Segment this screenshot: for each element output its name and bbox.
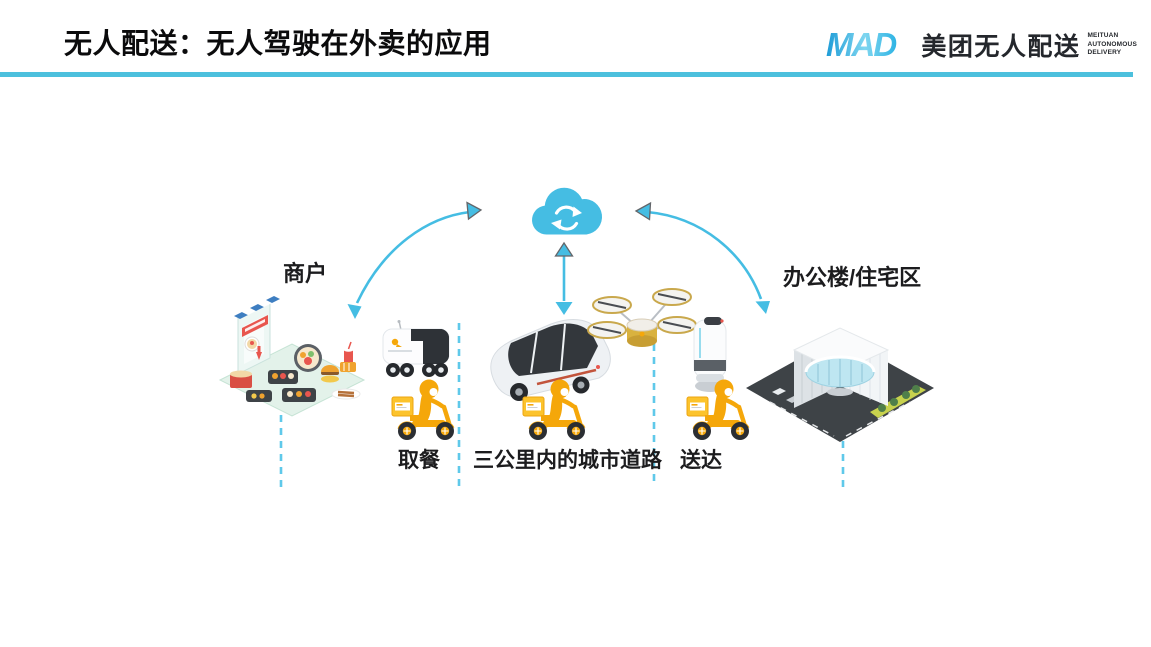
destination-label: 办公楼/住宅区 bbox=[783, 265, 922, 290]
autonomous-van-illustration bbox=[490, 319, 611, 401]
delivery-rider-icon bbox=[517, 377, 595, 441]
delivery-rider-icon bbox=[681, 377, 759, 441]
cloud-vehicle-arrow bbox=[554, 241, 574, 315]
merchant-label: 商户 bbox=[283, 261, 328, 286]
step-label-pickup: 取餐 bbox=[398, 449, 440, 472]
indoor-robot-illustration bbox=[693, 317, 727, 392]
mad-logo-icon: MAD bbox=[826, 27, 898, 63]
mad-monogram-text: MAD bbox=[826, 27, 896, 63]
brand-en-line: MEITUAN bbox=[1087, 32, 1119, 40]
page-title: 无人配送：无人驾驶在外卖的应用 bbox=[64, 28, 492, 59]
delivery-rider-icon bbox=[386, 377, 464, 441]
step-label-delivered: 送达 bbox=[680, 449, 722, 472]
delivery-drone-illustration bbox=[587, 288, 697, 347]
header-divider bbox=[0, 72, 1133, 77]
brand-logo: MAD 美团无人配送 MEITUAN AUTONOMOUS DELIVERY bbox=[826, 27, 1137, 63]
brand-en-line: AUTONOMOUS bbox=[1087, 40, 1137, 48]
brand-name-en: MEITUAN AUTONOMOUS DELIVERY bbox=[1087, 32, 1137, 57]
merchant-shop-illustration bbox=[218, 296, 366, 417]
office-building-illustration bbox=[746, 327, 934, 442]
cloud-sync-icon bbox=[532, 187, 603, 235]
sidewalk-robot-illustration bbox=[382, 320, 450, 377]
step-label-road: 三公里内的城市道路 bbox=[473, 449, 662, 472]
brand-name-cn: 美团无人配送 bbox=[921, 33, 1081, 61]
brand-en-line: DELIVERY bbox=[1087, 49, 1122, 57]
